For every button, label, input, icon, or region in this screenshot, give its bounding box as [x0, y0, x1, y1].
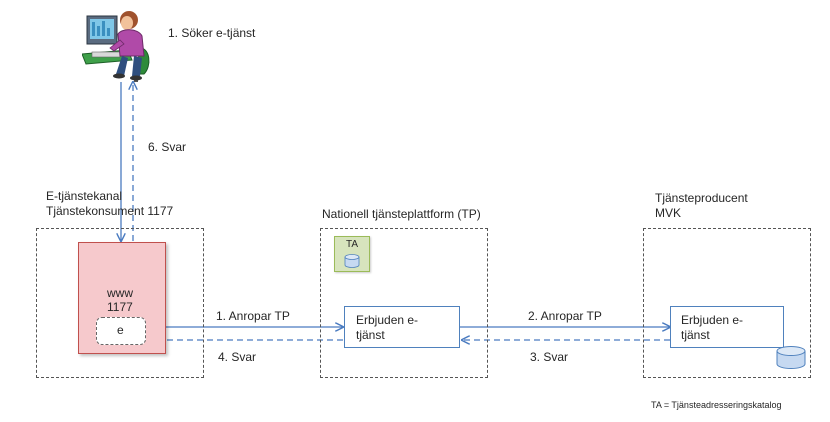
producer-container: [643, 228, 811, 378]
producer-database-icon: [776, 346, 806, 369]
step-reply-user-label: 6. Svar: [148, 140, 187, 154]
consumer-title-line2: Tjänstekonsument 1177: [46, 204, 174, 218]
step-reply-consumer-label: 4. Svar: [218, 350, 257, 364]
platform-title: Nationell tjänsteplattform (TP): [322, 207, 481, 221]
tp-service-label-line1: Erbjuden e-: [356, 313, 419, 327]
producer-title-line1: Tjänsteproducent: [655, 191, 748, 205]
e-service-box: [96, 317, 146, 345]
step-call-tp-label: 1. Anropar TP: [216, 309, 290, 323]
tp-offered-service-box: [344, 306, 460, 348]
e-service-label: e: [117, 323, 124, 337]
tp-service-label-line2: tjänst: [356, 328, 385, 342]
www-1177-label: 1177: [107, 300, 133, 314]
producer-service-label-line1: Erbjuden e-: [681, 313, 744, 327]
step-search-label: 1. Söker e-tjänst: [168, 26, 256, 40]
ta-label: TA: [346, 239, 359, 250]
platform-container: [320, 228, 488, 378]
producer-service-label-line2: tjänst: [681, 328, 710, 342]
producer-title-line2: MVK: [655, 206, 682, 220]
consumer-container: [36, 228, 204, 378]
www-label: www: [107, 286, 133, 300]
producer-offered-service-box: [670, 306, 784, 348]
footnote: TA = Tjänsteadresseringskatalog: [651, 400, 782, 410]
ta-database-icon: [344, 254, 360, 268]
step-call-producer-label: 2. Anropar TP: [528, 309, 602, 323]
consumer-title-line1: E-tjänstekanal: [46, 189, 123, 203]
user-at-computer-icon: [82, 11, 150, 82]
step-reply-tp-label: 3. Svar: [530, 350, 569, 364]
